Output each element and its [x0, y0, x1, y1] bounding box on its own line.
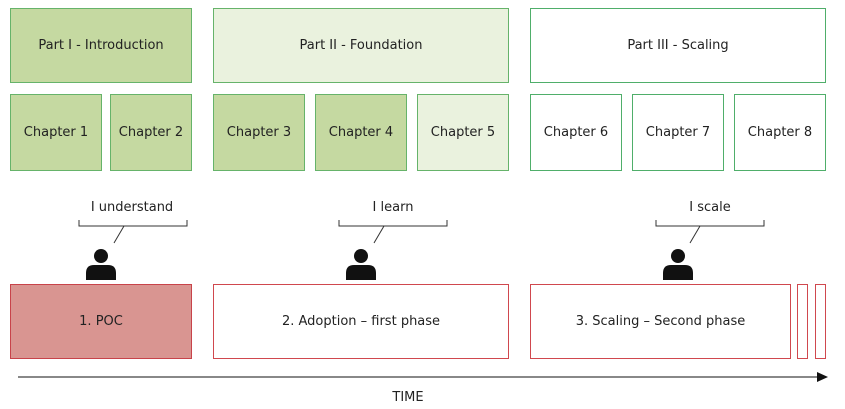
callout-3-label: I scale	[689, 200, 731, 215]
callout-3-pointer	[689, 225, 701, 244]
part-1-box: Part I - Introduction	[10, 8, 192, 83]
chapter-3-label: Chapter 3	[226, 125, 292, 140]
person-3-icon	[663, 249, 693, 280]
phase-2-box: 2. Adoption – first phase	[213, 284, 509, 359]
chapter-5-label: Chapter 5	[430, 125, 496, 140]
callout-1-bracket	[78, 220, 188, 227]
callout-2-label: I learn	[372, 200, 414, 215]
chapter-7-box: Chapter 7	[632, 94, 724, 171]
callout-2-bracket	[338, 220, 448, 227]
continuation-segment-1	[797, 284, 808, 359]
chapter-6-label: Chapter 6	[543, 125, 609, 140]
part-2-label: Part II - Foundation	[299, 38, 423, 53]
callout-2-pointer	[373, 225, 385, 244]
part-3-box: Part III - Scaling	[530, 8, 826, 83]
callout-3-bracket	[655, 220, 765, 227]
chapter-6-box: Chapter 6	[530, 94, 622, 171]
chapter-1-label: Chapter 1	[23, 125, 89, 140]
time-axis-label: TIME	[392, 390, 424, 405]
chapter-1-box: Chapter 1	[10, 94, 102, 171]
phase-3-label: 3. Scaling – Second phase	[575, 314, 746, 329]
phase-3-box: 3. Scaling – Second phase	[530, 284, 791, 359]
person-2-icon	[346, 249, 376, 280]
chapter-7-label: Chapter 7	[645, 125, 711, 140]
callout-1-label: I understand	[90, 200, 174, 215]
part-1-label: Part I - Introduction	[38, 38, 164, 53]
callout-1-pointer	[113, 225, 125, 244]
person-1-icon	[86, 249, 116, 280]
chapter-8-label: Chapter 8	[747, 125, 813, 140]
part-3-label: Part III - Scaling	[627, 38, 729, 53]
phase-2-label: 2. Adoption – first phase	[281, 314, 441, 329]
chapter-3-box: Chapter 3	[213, 94, 305, 171]
chapter-4-box: Chapter 4	[315, 94, 407, 171]
continuation-segment-2	[815, 284, 826, 359]
chapter-4-label: Chapter 4	[328, 125, 394, 140]
chapter-5-box: Chapter 5	[417, 94, 509, 171]
chapter-2-box: Chapter 2	[110, 94, 192, 171]
phase-1-box: 1. POC	[10, 284, 192, 359]
time-axis-arrowhead	[817, 372, 828, 382]
part-2-box: Part II - Foundation	[213, 8, 509, 83]
chapter-2-label: Chapter 2	[118, 125, 184, 140]
chapter-8-box: Chapter 8	[734, 94, 826, 171]
phase-1-label: 1. POC	[79, 314, 123, 329]
